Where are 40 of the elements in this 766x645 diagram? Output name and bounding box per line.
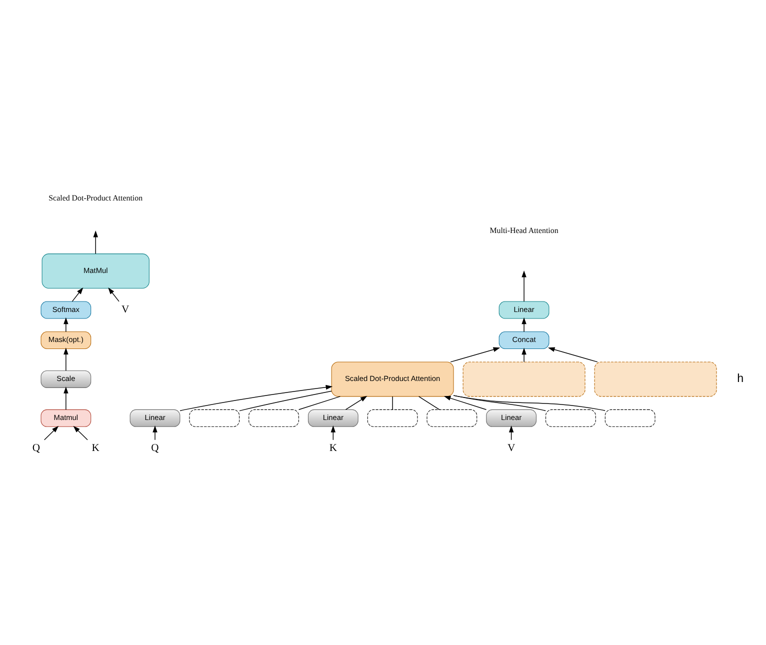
arrow (108, 286, 120, 302)
arrow (152, 425, 158, 440)
node-box (367, 408, 418, 426)
arrow (44, 425, 59, 440)
connector (453, 394, 546, 411)
node-box (462, 361, 586, 396)
connector (239, 390, 332, 411)
node-text: V (507, 442, 516, 454)
node-text: Q (32, 442, 40, 454)
node-text: K (92, 442, 100, 454)
label: Scaled Dot-Product Attention (48, 193, 143, 202)
node-text: V (121, 304, 130, 316)
connector (298, 396, 341, 410)
connector (392, 396, 393, 410)
node-box (604, 408, 656, 426)
node-box (189, 408, 240, 426)
connector (453, 394, 606, 410)
arrow (522, 270, 526, 302)
arrow (73, 425, 88, 440)
arrow (64, 386, 68, 410)
arrow (64, 316, 68, 332)
node-box (426, 408, 478, 426)
arrow (345, 395, 368, 410)
arrow (522, 347, 526, 362)
node-box (248, 408, 299, 426)
node-box (594, 361, 717, 396)
arrow (72, 286, 84, 302)
node-box (546, 408, 596, 426)
connector (418, 396, 440, 410)
arrow (180, 384, 333, 411)
arrow (450, 346, 500, 362)
label: Multi-Head Attention (490, 225, 558, 234)
arrow (64, 347, 68, 370)
arrow (522, 316, 526, 332)
arrow (548, 346, 598, 362)
arrow (93, 230, 98, 254)
label: h (737, 372, 744, 385)
node-text: Q (151, 442, 159, 454)
node-text: K (329, 442, 337, 454)
arrow (444, 395, 487, 410)
